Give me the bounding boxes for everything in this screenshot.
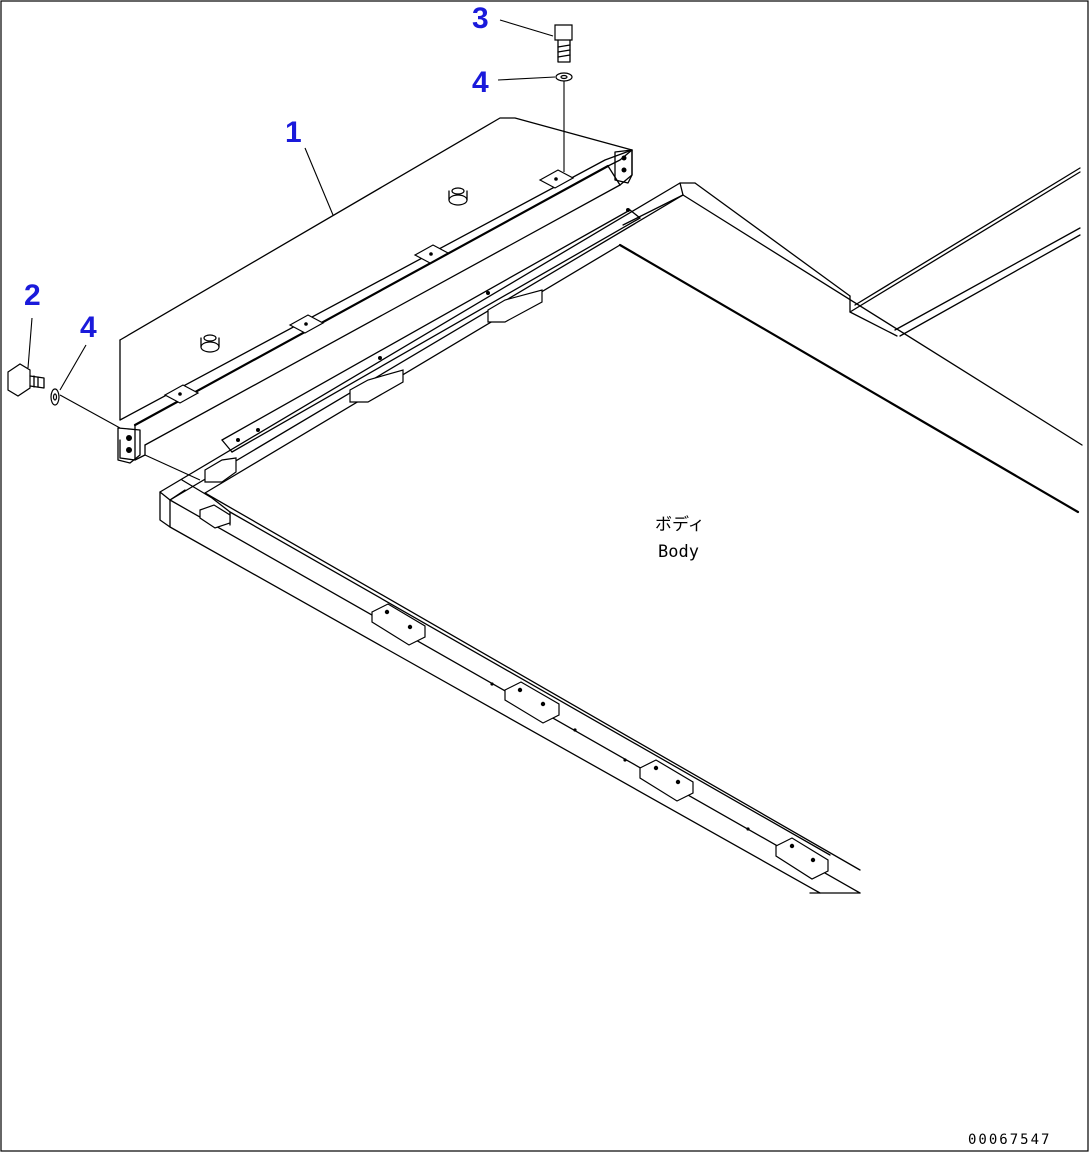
front-rail-brackets [199,504,829,880]
bolt-part-2 [7,363,45,397]
body-frame [159,167,1083,894]
callout-4-left: 4 [80,311,97,344]
callouts: 3 4 1 2 4 [24,2,556,391]
callout-1: 1 [285,116,302,149]
washer-part-4-left [50,388,60,406]
callout-2: 2 [24,279,41,312]
callout-3: 3 [472,2,489,35]
rear-rail-brackets [204,208,630,483]
body-label-english: Body [658,542,699,562]
document-number: 00067547 [968,1132,1051,1148]
callout-4-top: 4 [472,66,489,99]
cover-part-1 [59,117,633,481]
bolt-part-3 [554,24,573,63]
washer-part-4-top [555,72,573,172]
body-label-japanese: ボディ [655,514,705,535]
